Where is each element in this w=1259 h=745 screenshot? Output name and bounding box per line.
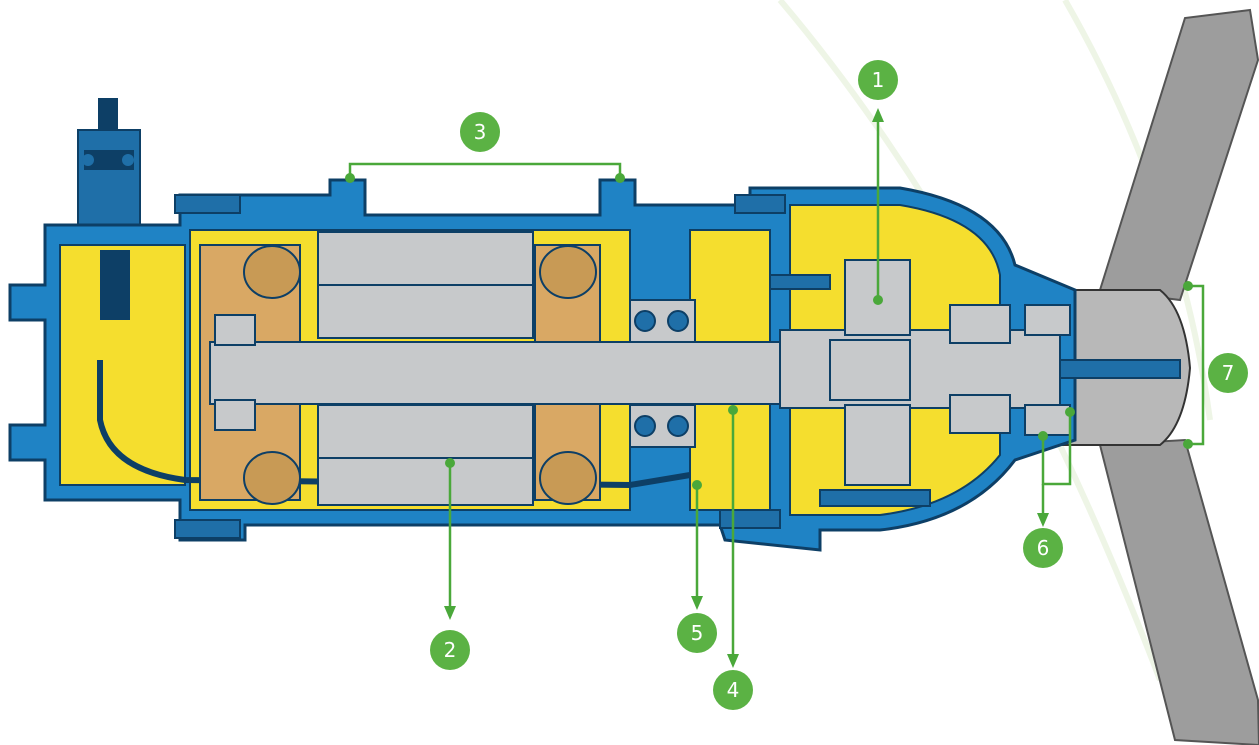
callout-badge-1: 1 (858, 60, 898, 100)
internal-cable (97, 360, 691, 489)
callout-label-5: 5 (691, 621, 704, 645)
coil-end-top-right (539, 245, 597, 299)
leader-markers (345, 108, 1193, 668)
leader-3 (348, 162, 622, 178)
callout-label-4: 4 (727, 678, 740, 702)
callout-badge-7: 7 (1208, 353, 1248, 393)
propeller-blade-upper (1098, 8, 1259, 302)
callout-label-3: 3 (474, 120, 487, 144)
output-shaft (779, 329, 1061, 409)
callout-label-7: 7 (1222, 361, 1235, 385)
callout-badge-4: 4 (713, 670, 753, 710)
callout-badge-2: 2 (430, 630, 470, 670)
flange-bolts (174, 194, 931, 539)
callout-label-2: 2 (444, 638, 457, 662)
callout-label-6: 6 (1037, 536, 1050, 560)
callout-label-1: 1 (872, 68, 885, 92)
coil-end-bottom-left (243, 451, 301, 505)
callout-badge-3: 3 (460, 112, 500, 152)
motor-bearings (214, 299, 696, 448)
hub-bearings (949, 304, 1071, 436)
callout-badge-6: 6 (1023, 528, 1063, 568)
motor-shaft (209, 341, 781, 405)
stator-bottom (317, 404, 534, 506)
leader-6 (1041, 412, 1072, 486)
leader-7 (1188, 284, 1205, 446)
planetary-gears (829, 259, 911, 486)
coil-end-top-left (243, 245, 301, 299)
junction-chamber (59, 244, 186, 486)
propeller-bolt (1059, 359, 1181, 379)
power-cable (77, 98, 141, 231)
coil-end-bottom-right (539, 451, 597, 505)
callout-badge-5: 5 (677, 613, 717, 653)
